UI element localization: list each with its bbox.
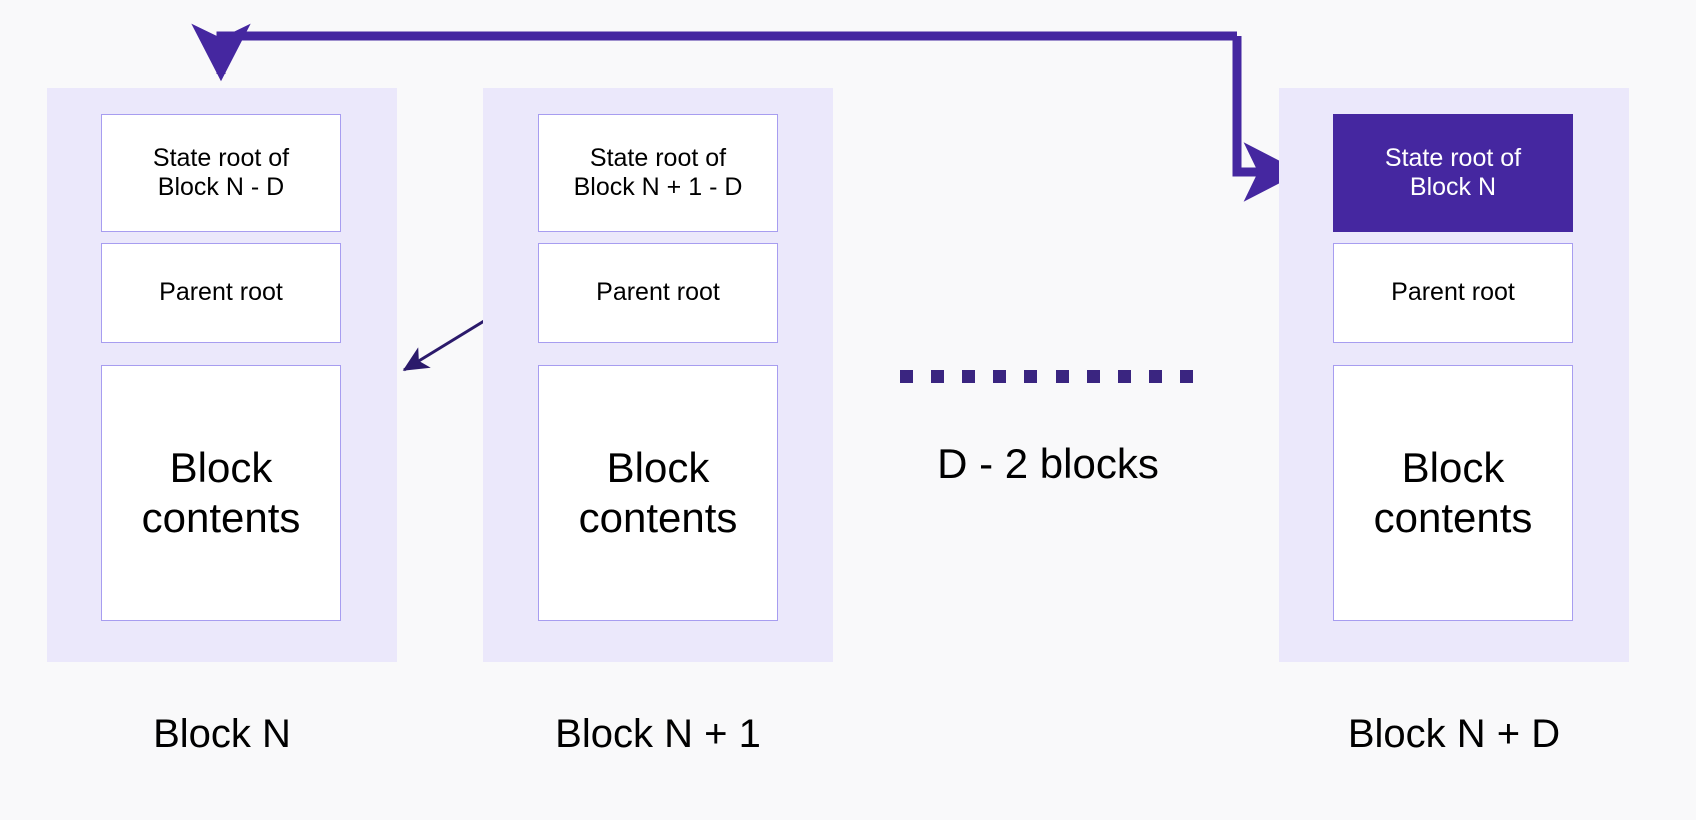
gap-dotted-line xyxy=(900,369,1193,383)
gap-dot xyxy=(900,369,913,383)
column-caption-1: Block N + 1 xyxy=(555,712,761,756)
cell-block-contents-1: Block contents xyxy=(538,365,778,621)
gap-dot xyxy=(1179,369,1193,383)
cell-block-contents-0: Block contents xyxy=(101,365,341,621)
gap-dot xyxy=(962,369,976,383)
cell-state-root-0: State root of Block N - D xyxy=(101,114,341,232)
column-caption-2: Block N + D xyxy=(1347,712,1561,756)
gap-dot xyxy=(1117,369,1131,383)
cell-parent-root-2: Parent root xyxy=(1333,243,1573,343)
cell-parent-root-1: Parent root xyxy=(538,243,778,343)
gap-dot xyxy=(931,369,945,383)
gap-dot xyxy=(1024,369,1038,383)
gap-label: D - 2 blocks xyxy=(937,440,1159,487)
cell-block-contents-2: Block contents xyxy=(1333,365,1573,621)
cell-state-root-1: State root of Block N + 1 - D xyxy=(538,114,778,232)
gap-dot xyxy=(1086,369,1100,383)
gap-dot xyxy=(1148,369,1162,383)
cell-parent-root-0: Parent root xyxy=(101,243,341,343)
cell-state-root-2: State root of Block N xyxy=(1333,114,1573,232)
gap-dot xyxy=(993,369,1007,383)
gap-dot xyxy=(1055,369,1069,383)
column-caption-0: Block N xyxy=(153,712,291,756)
